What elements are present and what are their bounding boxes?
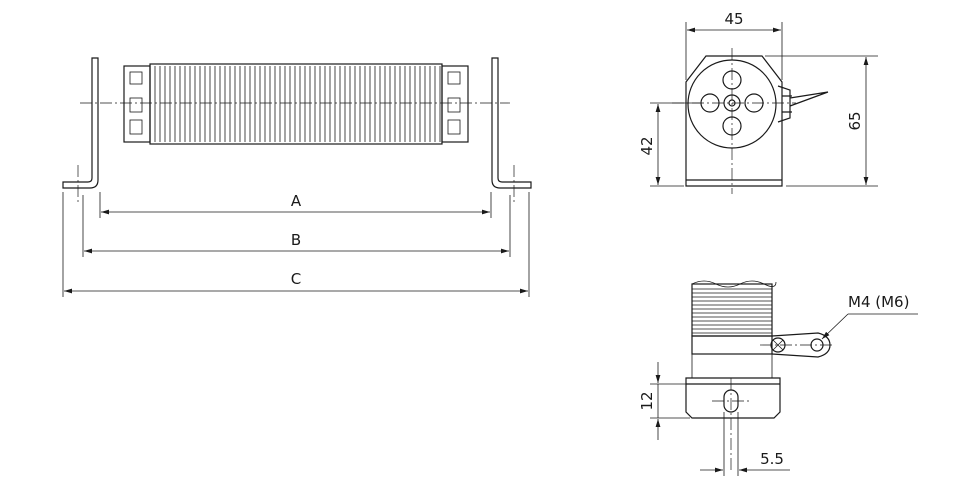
right-end-cap (441, 65, 469, 143)
dim-label-slot-height: 12 (638, 391, 656, 410)
dim-label-width: 45 (724, 10, 743, 28)
left-end-cap (123, 65, 151, 143)
dim-label-b: B (291, 231, 301, 249)
dim-label-slot-width: 5.5 (760, 450, 784, 468)
dim-label-a: A (291, 192, 302, 210)
detail-view: M4 (M6) 12 5.5 (638, 280, 918, 476)
side-body-outline (685, 55, 783, 187)
terminal-lug (777, 85, 829, 123)
left-bracket (62, 57, 99, 189)
side-view: 45 65 42 (638, 10, 878, 194)
detail-finned-section (691, 283, 773, 337)
terminal-leader (821, 313, 849, 340)
resistor-fins (154, 66, 441, 142)
detail-base (685, 377, 781, 419)
front-view: A B C (62, 57, 532, 297)
right-bracket (491, 57, 532, 189)
dim-label-c: C (291, 270, 301, 288)
detail-fins (692, 288, 772, 334)
terminal-thread-label: M4 (M6) (848, 293, 909, 311)
resistor-body (149, 63, 443, 145)
dim-label-axis-height: 42 (638, 136, 656, 155)
dim-label-height: 65 (846, 111, 864, 130)
